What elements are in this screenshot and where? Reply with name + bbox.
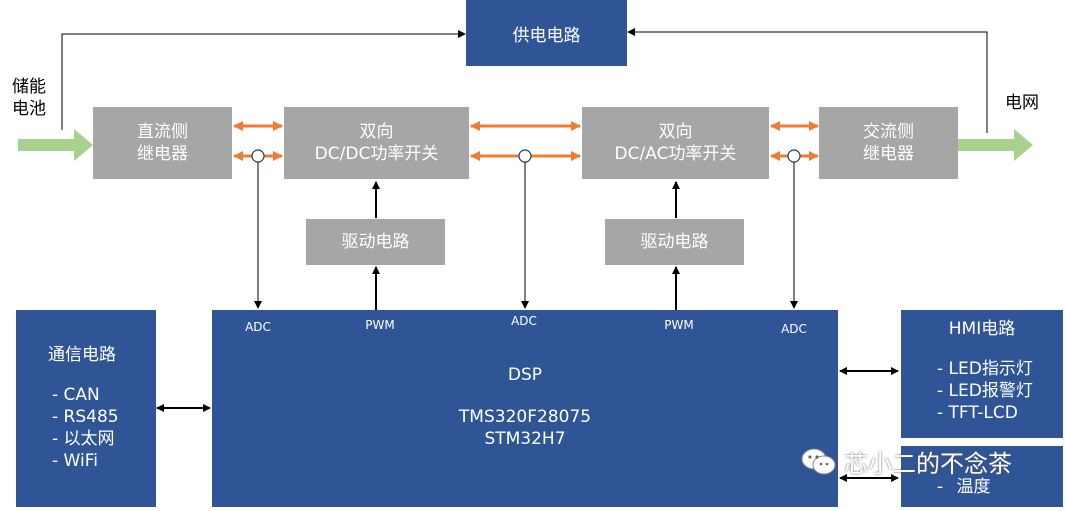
- dcdc-line1: 双向: [359, 122, 394, 142]
- hmi-box: HMI电路 - LED指示灯 - LED报警灯 - TFT-LCD: [901, 310, 1063, 438]
- dsp-title: DSP: [507, 365, 543, 385]
- comm-box: 通信电路 - CAN - RS485 - 以太网 - WiFi: [16, 310, 156, 507]
- dcdc-switch-box: 双向 DC/DC功率开关: [284, 107, 469, 179]
- watermark: 芯小二的不念茶: [800, 444, 1012, 479]
- hmi-item-tft-lcd: - TFT-LCD: [937, 403, 1018, 423]
- comm-item-ethernet: - 以太网: [52, 429, 115, 449]
- pwm-label-2: PWM: [664, 318, 694, 332]
- hmi-item-led-indicator: - LED指示灯: [937, 359, 1033, 379]
- storage-battery-line1: 储能: [12, 77, 46, 97]
- driver-box-2: 驱动电路: [605, 219, 744, 265]
- sensor-box: - 温度: [901, 446, 1063, 507]
- watermark-text: 芯小二的不念茶: [844, 450, 1012, 478]
- adc-label-2: ADC: [511, 314, 537, 328]
- dc-relay-box: 直流侧 继电器: [93, 107, 232, 179]
- ac-relay-line1: 交流侧: [863, 122, 914, 142]
- driver-1-label: 驱动电路: [341, 232, 410, 252]
- hmi-title: HMI电路: [948, 319, 1016, 339]
- sensor-item-temperature: 温度: [956, 477, 991, 497]
- dcac-line1: 双向: [658, 122, 693, 142]
- adc-label-1: ADC: [245, 320, 271, 334]
- dsp-box: DSP TMS320F28075 STM32H7: [212, 310, 838, 507]
- dsp-chip-2: STM32H7: [484, 429, 566, 449]
- comm-item-can: - CAN: [52, 385, 100, 405]
- dsp-chip-1: TMS320F28075: [458, 407, 592, 427]
- power-supply-label: 供电电路: [512, 25, 581, 46]
- dcac-line2: DC/AC功率开关: [614, 144, 737, 164]
- battery-to-supply-line: [61, 30, 466, 130]
- grid-label: 电网: [1005, 93, 1039, 113]
- comm-title: 通信电路: [48, 345, 116, 365]
- sensor-circle-3: [787, 149, 801, 163]
- hmi-item-led-alarm: - LED报警灯: [937, 381, 1033, 401]
- sensor-circle-1: [251, 149, 265, 163]
- storage-battery-line2: 电池: [12, 99, 46, 119]
- pwm-label-1: PWM: [365, 318, 395, 332]
- ac-relay-box: 交流侧 继电器: [819, 107, 958, 179]
- wechat-icon: [801, 448, 836, 474]
- ac-relay-line2: 继电器: [863, 144, 914, 164]
- power-supply-box: 供电电路: [466, 0, 627, 66]
- dcdc-line2: DC/DC功率开关: [314, 144, 439, 164]
- comm-item-wifi: - WiFi: [52, 451, 98, 471]
- comm-item-rs485: - RS485: [52, 407, 119, 427]
- dc-relay-line1: 直流侧: [137, 122, 188, 142]
- storage-battery-label: 储能 电池: [12, 76, 46, 120]
- battery-input-arrow: [18, 129, 93, 161]
- driver-box-1: 驱动电路: [306, 219, 445, 265]
- dcac-switch-box: 双向 DC/AC功率开关: [582, 107, 769, 179]
- dc-relay-line2: 继电器: [137, 144, 188, 164]
- grid-output-arrow: [958, 129, 1033, 161]
- driver-2-label: 驱动电路: [640, 232, 709, 252]
- sensor-circle-2: [518, 149, 532, 163]
- grid-to-supply-line: [627, 28, 988, 133]
- adc-label-3: ADC: [781, 322, 807, 336]
- sensor-item-dash: -: [937, 477, 944, 497]
